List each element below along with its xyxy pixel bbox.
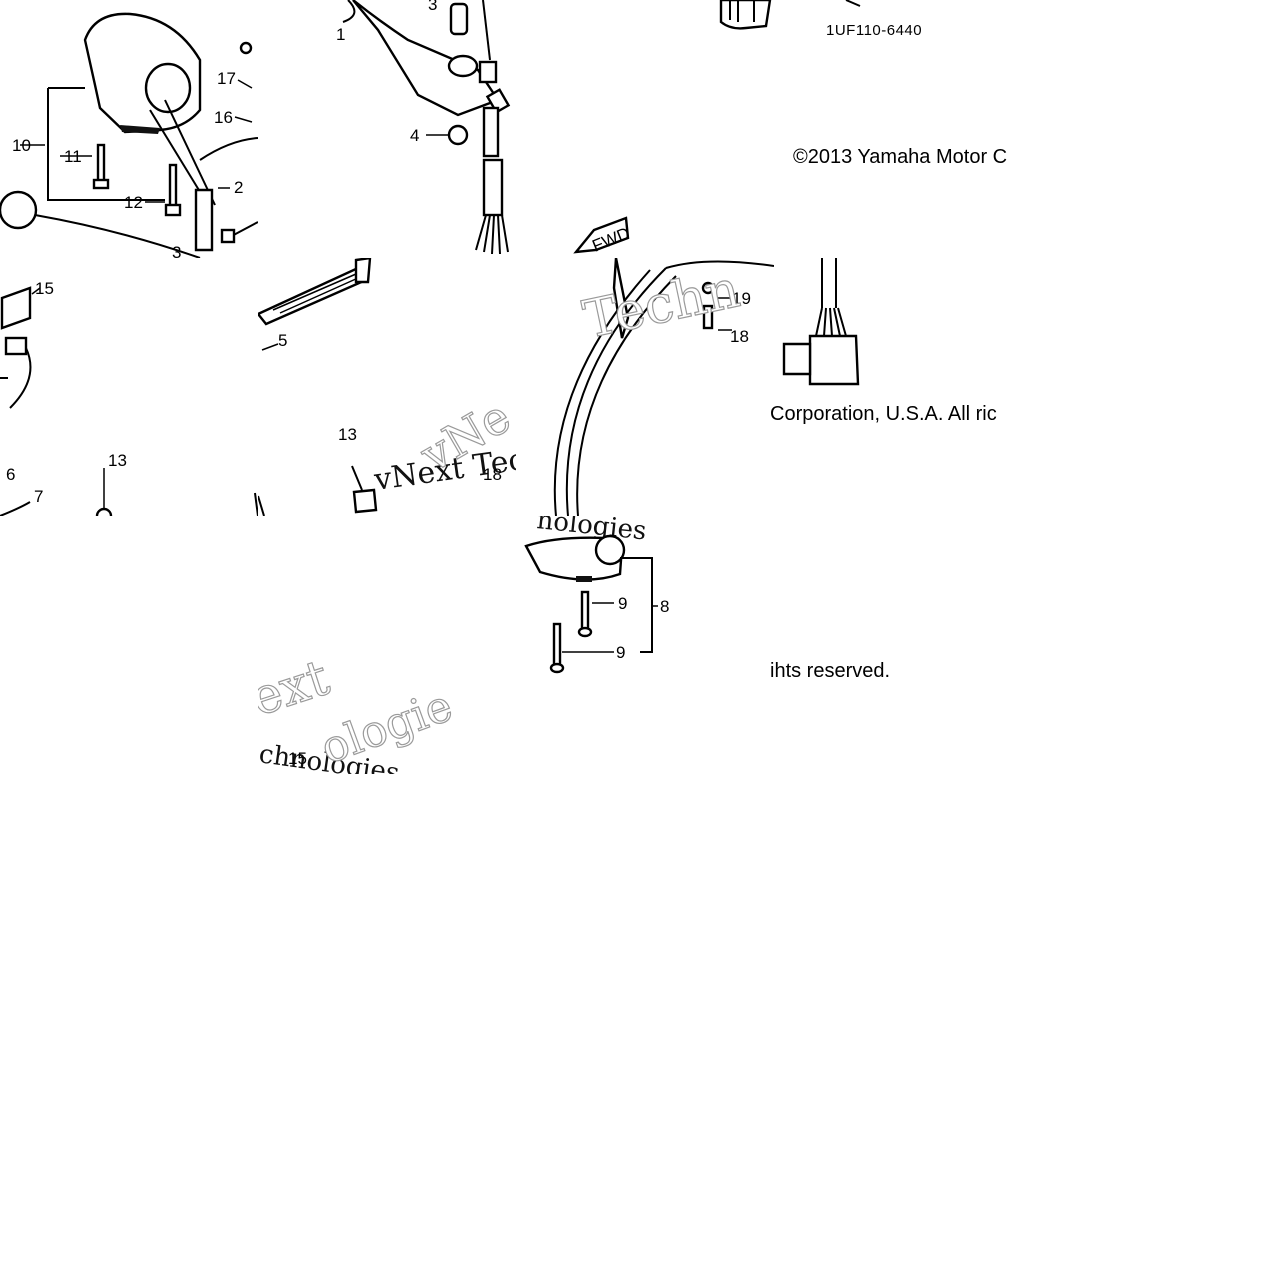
callout-6: 6 (6, 465, 15, 484)
callout-8: 8 (660, 597, 669, 616)
fwd-direction-arrow: FWD (573, 216, 633, 256)
callout-3: 3 (428, 0, 437, 14)
callout-1: 1 (336, 25, 345, 44)
callout-15: 16 (214, 108, 233, 127)
callout-11: 11 (64, 147, 82, 166)
callout-14-lower: 15 (288, 749, 307, 768)
callout-10: 10 (12, 136, 31, 155)
copyright-line-2: Corporation, U.S.A. All ric (770, 403, 997, 425)
callout-13-left: 13 (108, 451, 127, 470)
callout-18: 18 (730, 327, 749, 346)
callout-16: 17 (217, 69, 236, 88)
part-code-label: 1UF110-6440 (826, 22, 922, 39)
diagram-tile-watermark-lower: ext chnologies ologie 15 (258, 516, 516, 774)
diagram-tile-lever-bracket: 1 3 4 (258, 0, 516, 258)
callout-14: 15 (35, 279, 54, 298)
diagram-tile-switch-housing: 10 11 12 2 17 16 3 (0, 0, 258, 258)
watermark-ext: ext (258, 648, 336, 727)
copyright-line-3: ihts reserved. (770, 660, 891, 682)
callout-5: 5 (278, 331, 287, 350)
diagram-tile-harness-plug (774, 258, 1032, 516)
callout-12: 12 (124, 193, 143, 212)
callout-17: 18 (483, 465, 502, 484)
callout-9-lower: 9 (616, 643, 625, 662)
callout-2: 2 (234, 178, 243, 197)
callout-3-lower: 3 (172, 243, 181, 258)
callout-9-upper: 9 (618, 594, 627, 613)
copyright-line-1: ©2013 Yamaha Motor C (793, 146, 1008, 168)
callout-19: 19 (732, 289, 751, 308)
diagram-tile-cable-tie: 5 13 vNext Tec vNe 18 (258, 258, 516, 516)
diagram-tile-switch-terminals: 15 6 7 13 (0, 258, 258, 516)
diagram-tile-connector-top: 1UF110-6440 FWD (516, 0, 1032, 258)
callout-13: 13 (338, 425, 357, 444)
diagram-tile-grip-housing: nologies 9 8 9 (516, 516, 774, 774)
diagram-tile-cable-grip: 19 18 Techn (516, 258, 774, 516)
callout-4: 4 (410, 126, 419, 145)
callout-7: 7 (34, 487, 43, 506)
